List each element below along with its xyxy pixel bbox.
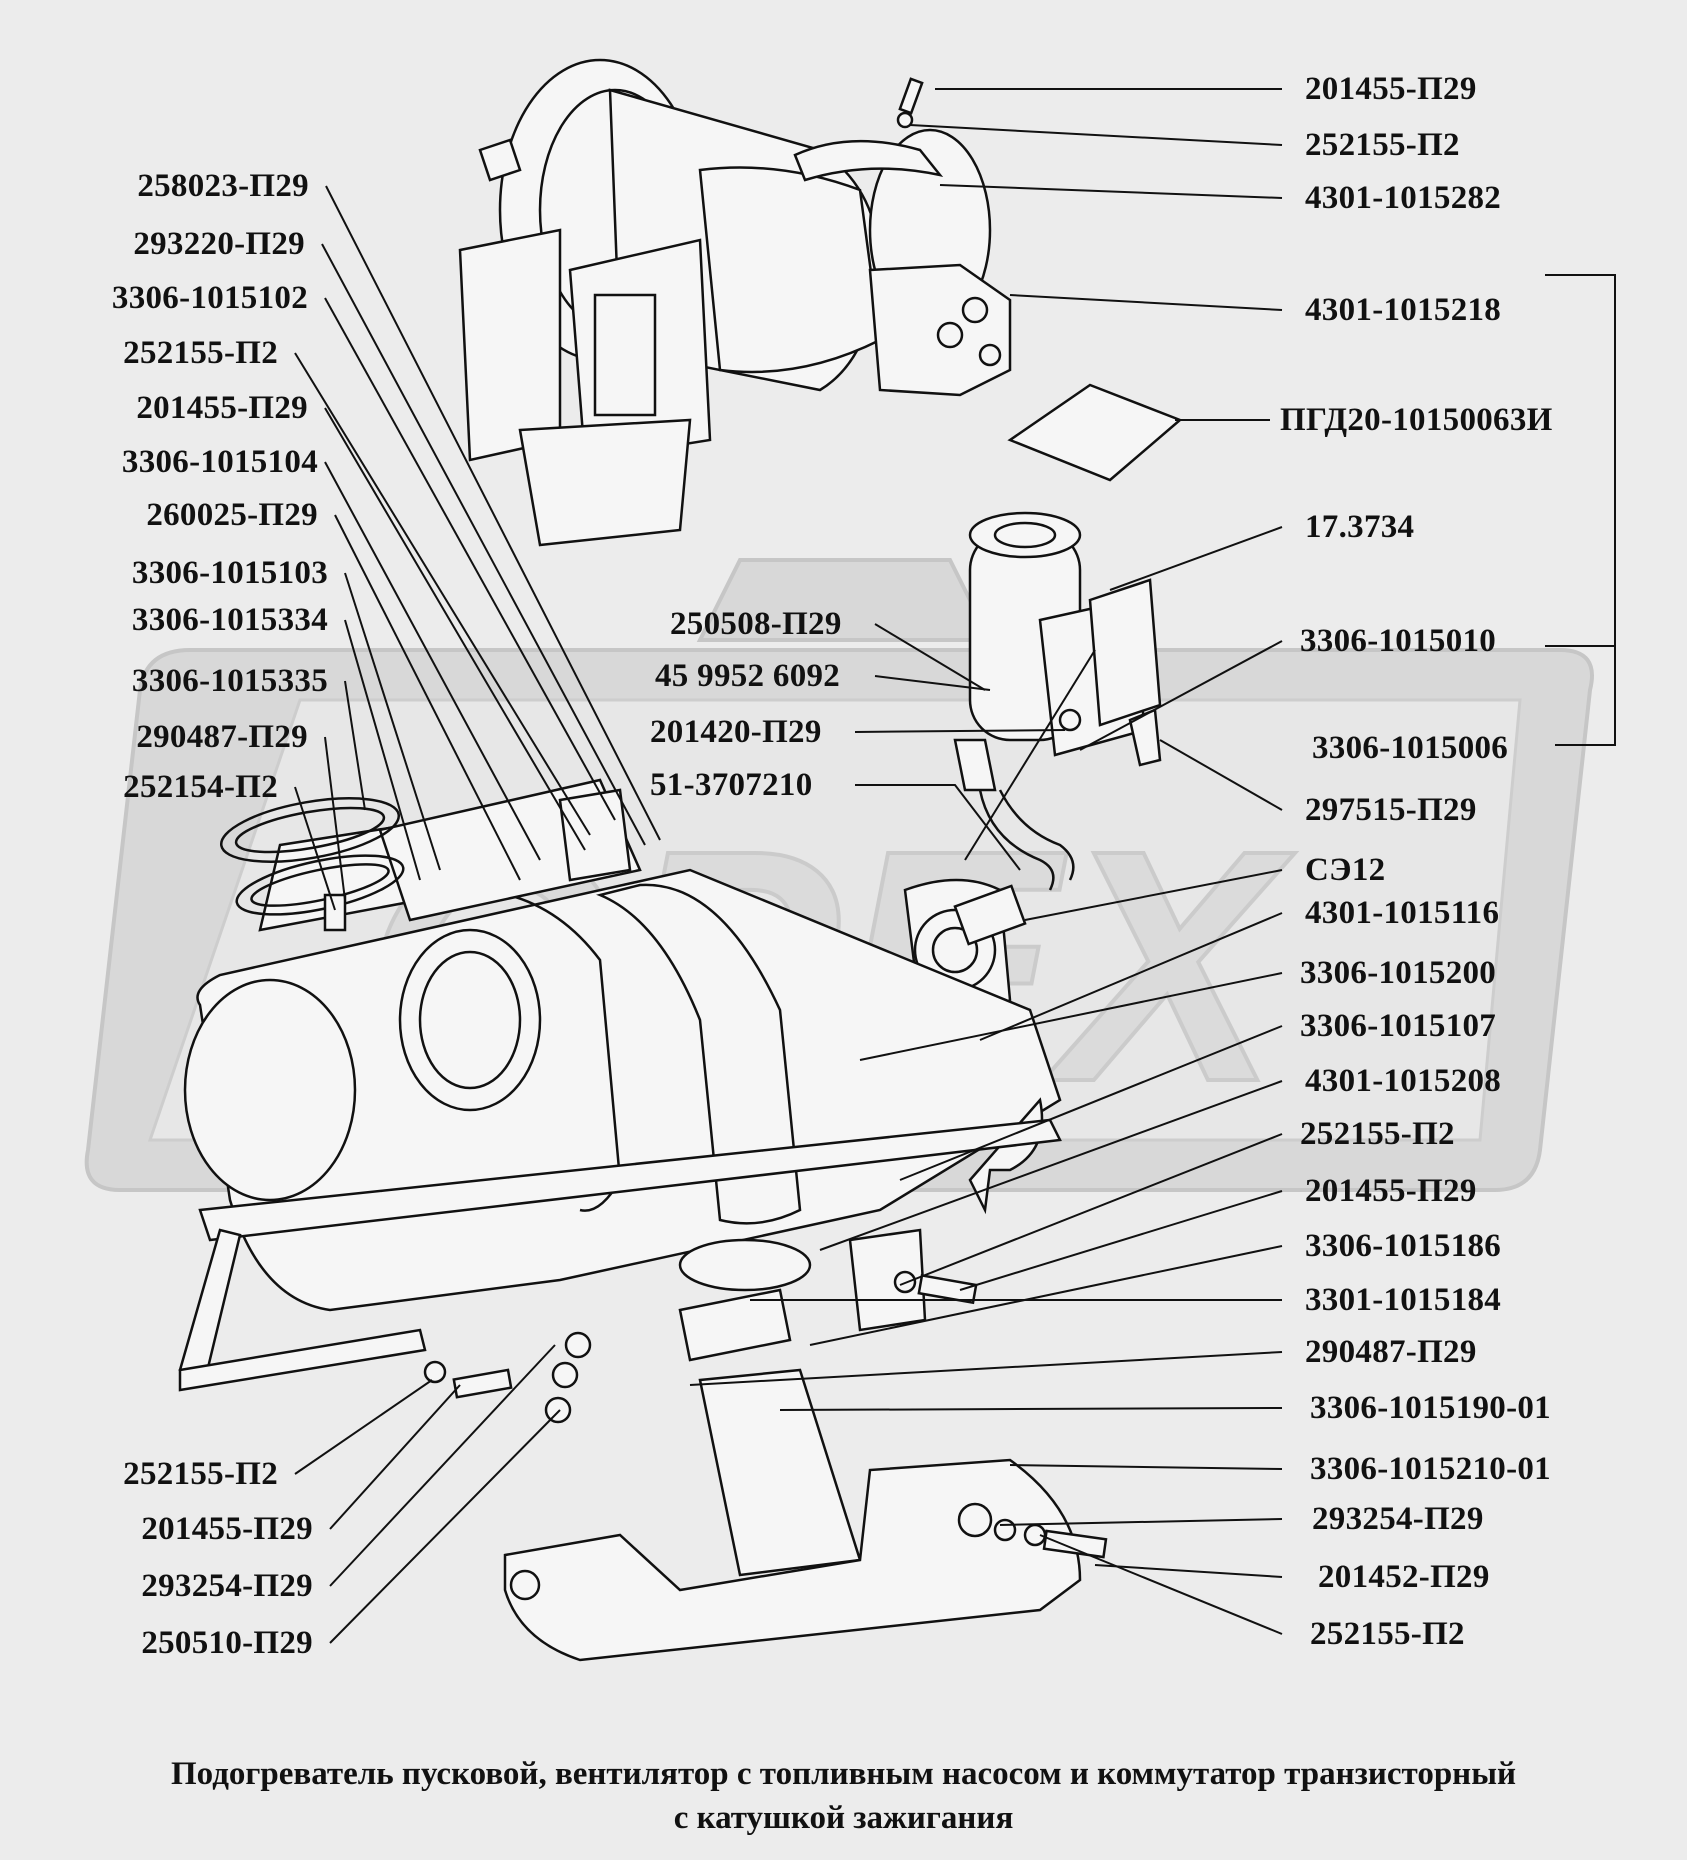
label-right: 3306-1015186	[1305, 1228, 1502, 1264]
label-right: 3306-1015006	[1312, 730, 1509, 766]
label-left: 3306-1015104	[121, 444, 318, 480]
label-left: 293220-П29	[133, 226, 305, 262]
diagram-caption: Подогреватель пусковой, вентилятор с топ…	[0, 1752, 1687, 1840]
label-right: 201455-П29	[1305, 71, 1477, 107]
fasteners-lower-left	[423, 1331, 592, 1424]
label-right: 3301-1015184	[1305, 1282, 1502, 1318]
label-right: 4301-1015208	[1305, 1063, 1502, 1099]
ignition-coil-assembly	[953, 511, 1162, 891]
label-right: 252155-П2	[1310, 1616, 1465, 1652]
label-left: 3306-1015334	[131, 602, 328, 638]
label-left: 252155-П2	[123, 1456, 278, 1492]
label-left: 290487-П29	[136, 719, 308, 755]
label-left: 293254-П29	[141, 1568, 313, 1604]
heat-shield	[503, 1458, 1108, 1662]
label-left: 252154-П2	[123, 769, 278, 805]
label-center: 201420-П29	[650, 714, 822, 750]
label-right: ПГД20-10150063И	[1280, 402, 1553, 438]
label-right: 290487-П29	[1305, 1334, 1477, 1370]
label-right: 17.3734	[1305, 509, 1415, 545]
label-left: 252155-П2	[123, 335, 278, 371]
label-right: 3306-1015107	[1300, 1008, 1497, 1044]
label-right: 4301-1015218	[1305, 292, 1502, 328]
label-left: 201455-П29	[136, 390, 308, 426]
label-left: 260025-П29	[146, 497, 318, 533]
label-right: 201452-П29	[1318, 1559, 1490, 1595]
label-right: 3306-1015210-01	[1310, 1451, 1551, 1487]
label-right: 252155-П2	[1305, 127, 1460, 163]
label-left: 201455-П29	[141, 1511, 313, 1547]
label-center: 45 9952 6092	[655, 658, 841, 694]
plate-part	[1007, 383, 1183, 482]
label-right: 4301-1015282	[1305, 180, 1502, 216]
leader-lines	[294, 88, 1616, 1644]
fasteners-top-right	[896, 77, 924, 129]
label-left: 3306-1015103	[131, 555, 328, 591]
label-center: 250508-П29	[670, 606, 842, 642]
label-right: 252155-П2	[1300, 1116, 1455, 1152]
label-right: 4301-1015116	[1305, 895, 1500, 931]
label-right: 3306-1015200	[1300, 955, 1497, 991]
label-left: 258023-П29	[137, 168, 309, 204]
label-right: 293254-П29	[1312, 1501, 1484, 1537]
heater-body	[178, 778, 1062, 1392]
label-right: 297515-П29	[1305, 792, 1477, 828]
caption-line-2: с катушкой зажигания	[673, 1800, 1014, 1836]
label-right: 3306-1015010	[1300, 623, 1497, 659]
gaskets-left	[219, 797, 405, 932]
caption-line-1: Подогреватель пусковой, вентилятор с топ…	[171, 1756, 1516, 1792]
label-right: СЭ12	[1305, 852, 1386, 888]
fan-assembly	[458, 58, 1012, 547]
label-left: 250510-П29	[141, 1625, 313, 1661]
label-right: 3306-1015190-01	[1310, 1390, 1551, 1426]
label-left: 3306-1015335	[131, 663, 328, 699]
label-center: 51-3707210	[650, 767, 813, 803]
label-right: 201455-П29	[1305, 1173, 1477, 1209]
label-left: 3306-1015102	[111, 280, 308, 316]
exhaust-outlet	[678, 1228, 978, 1577]
